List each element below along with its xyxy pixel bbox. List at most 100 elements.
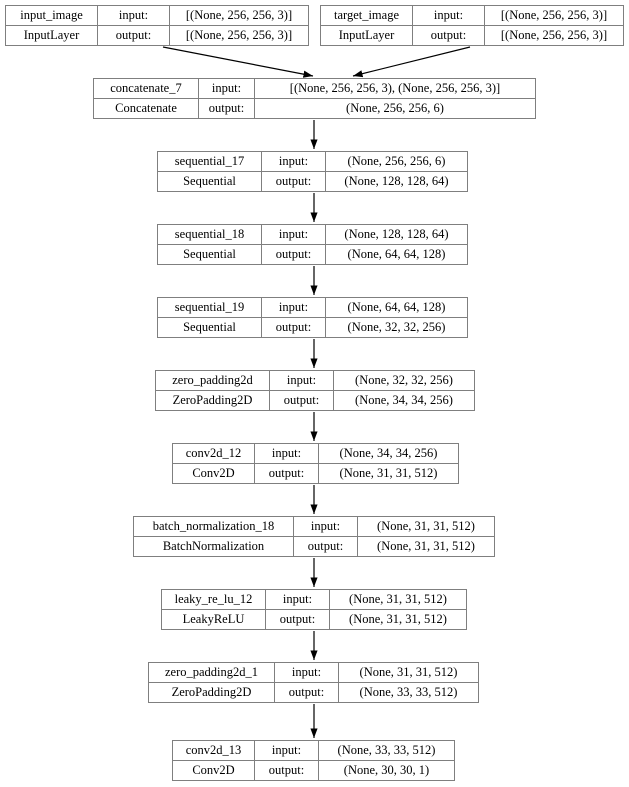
output-shape-value: (None, 30, 30, 1) [343,763,430,778]
output-io-label: output: [270,391,334,410]
input-io-label: input: [255,444,319,463]
output-io-label: output: [199,99,255,118]
input-shape-value: [(None, 256, 256, 3)] [185,8,293,23]
layer-input-label: conv2d_13 [173,741,255,760]
layer-output-label: BatchNormalization [134,537,294,556]
input-shape-value: (None, 33, 33, 512) [337,743,436,758]
input-shape-value: [(None, 256, 256, 3)] [500,8,608,23]
output-shape-value: (None, 31, 31, 512) [339,466,438,481]
output-io-label: output: [275,683,339,702]
input-shape-value: (None, 31, 31, 512) [359,665,458,680]
output-shape-value: (None, 33, 33, 512) [359,685,458,700]
output-io-label: output: [266,610,330,629]
layer-input-label: sequential_17 [158,152,262,171]
layer-output-label: Concatenate [94,99,199,118]
input-shape-value: (None, 256, 256, 6) [347,154,446,169]
layer-input-label: zero_padding2d_1 [149,663,275,682]
input-shape-value: (None, 32, 32, 256) [355,373,453,388]
output-shape-value: [(None, 256, 256, 3)] [185,28,293,43]
layer-input-label: input_image [6,6,98,25]
input-io-label: input: [294,517,358,536]
output-shape-value: (None, 34, 34, 256) [355,393,453,408]
layer-output-label: Sequential [158,318,262,337]
output-shape-value: (None, 128, 128, 64) [344,174,449,189]
input-io-label: input: [98,6,170,25]
layer-output-label: InputLayer [6,26,98,45]
output-shape-value: (None, 31, 31, 512) [349,612,447,627]
layer-input-label: target_image [321,6,413,25]
input-shape-value: (None, 128, 128, 64) [344,227,449,242]
output-io-label: output: [262,318,326,337]
output-io-label: output: [255,761,319,780]
output-io-label: output: [294,537,358,556]
input-shape-value: (None, 31, 31, 512) [349,592,447,607]
output-shape-value: [(None, 256, 256, 3)] [500,28,608,43]
layer-input-label: zero_padding2d [156,371,270,390]
output-shape-value: (None, 64, 64, 128) [347,247,446,262]
input-io-label: input: [266,590,330,609]
input-io-label: input: [262,298,326,317]
input-io-label: input: [270,371,334,390]
output-io-label: output: [262,245,326,264]
output-shape-value: (None, 256, 256, 6) [346,101,444,116]
edge-input_image-to-concatenate_7 [162,46,314,78]
layer-output-label: ZeroPadding2D [156,391,270,410]
input-io-label: input: [413,6,485,25]
input-io-label: input: [199,79,255,98]
layer-output-label: InputLayer [321,26,413,45]
layer-output-label: Conv2D [173,464,255,483]
output-io-label: output: [255,464,319,483]
layer-input-label: sequential_18 [158,225,262,244]
layer-output-label: ZeroPadding2D [149,683,275,702]
layer-input-label: batch_normalization_18 [134,517,294,536]
output-shape-value: (None, 32, 32, 256) [347,320,446,335]
layer-output-label: Sequential [158,172,262,191]
output-io-label: output: [98,26,170,45]
input-io-label: input: [275,663,339,682]
layer-output-label: Sequential [158,245,262,264]
input-io-label: input: [255,741,319,760]
edge-target_image-to-concatenate_7 [352,46,471,78]
layer-output-label: LeakyReLU [162,610,266,629]
output-io-label: output: [262,172,326,191]
input-shape-value: (None, 31, 31, 512) [377,519,475,534]
input-io-label: input: [262,225,326,244]
input-io-label: input: [262,152,326,171]
output-io-label: output: [413,26,485,45]
input-shape-value: [(None, 256, 256, 3), (None, 256, 256, 3… [289,81,501,96]
layer-input-label: conv2d_12 [173,444,255,463]
layer-input-label: concatenate_7 [94,79,199,98]
layer-input-label: leaky_re_lu_12 [162,590,266,609]
